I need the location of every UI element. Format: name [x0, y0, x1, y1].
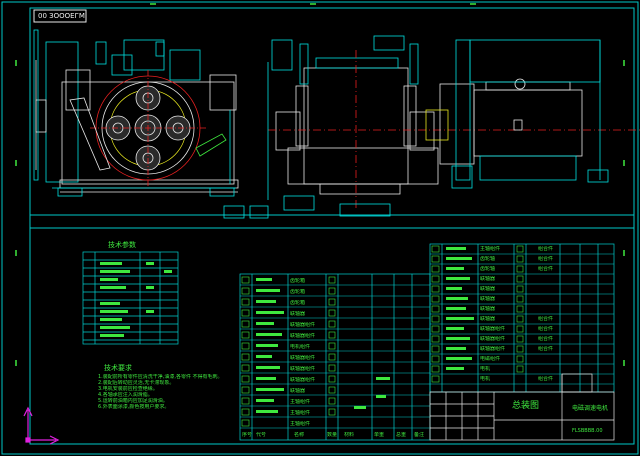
ucs-axis-icon: [23, 406, 60, 445]
tech-note-line: 6.外表面涂漆,颜色按用户要求。: [98, 404, 170, 410]
side-view: [267, 35, 640, 217]
title-block-grid: [429, 373, 615, 441]
tech-note-line: 4.各轴承应注入润滑脂。: [98, 392, 153, 398]
bom-left-name: 齿轮箱: [290, 278, 306, 284]
bom-right-qty-boxes: [431, 245, 524, 383]
drawing-number: FLSBBBB.00: [572, 428, 603, 434]
bom-col-header: 数量: [327, 432, 338, 438]
bom-col-header: 单重: [374, 432, 385, 438]
tech-note-line: 3.电机安装前应检查绝缘。: [98, 386, 158, 392]
bom-right-name: 联轴器: [480, 316, 496, 322]
bom-left-name: 齿轮箱: [290, 289, 306, 295]
bom-right-material: [538, 356, 560, 366]
bom-right-material: 组合件: [538, 376, 554, 382]
drawing-stamp-box: [33, 9, 87, 23]
bom-right-material: 组合件: [538, 336, 554, 342]
bom-left-name: 联轴器组件: [290, 366, 316, 372]
bom-left-code-fills: [256, 278, 390, 413]
bom-right-name: 电机: [480, 366, 491, 372]
bom-right-name: 电机: [480, 376, 491, 382]
bom-col-header: 名称: [294, 432, 305, 438]
bom-right-names: 主轴组件 齿轮轴 齿轮轴 联轴器 联轴器 联轴器 联轴器 联轴器 联轴器组件 联…: [480, 246, 514, 386]
bom-right-material: [538, 366, 560, 376]
bom-left-name: 联轴器组件: [290, 355, 316, 361]
drawing-stamp-text: 00 ЗОООЕГМ: [38, 12, 85, 20]
tech-notes-title: 技术要求: [104, 364, 132, 372]
bom-col-header: 代号: [256, 432, 267, 438]
tech-note-line: 5.运转前油箱内应加足润滑油。: [98, 398, 168, 404]
bom-left-name: 齿轮箱: [290, 300, 306, 306]
bom-right-name: 联轴器: [480, 286, 496, 292]
parts-table-title: 技术参数: [108, 241, 136, 249]
bom-left-name: 联轴器: [290, 388, 306, 394]
bom-right-code-fills: [446, 247, 474, 370]
bom-left-names: 齿轮箱 齿轮箱 齿轮箱 联轴器 联轴器组件 联轴器组件 电机组件 联轴器组件 联…: [290, 278, 326, 432]
bom-right-material: [538, 276, 560, 286]
bom-left-rowlines: [240, 284, 430, 429]
bom-col-header: 材料: [344, 432, 355, 438]
bom-right-material: 组合件: [538, 256, 554, 262]
front-view: [33, 29, 269, 219]
bom-left-name: 主轴组件: [290, 399, 311, 405]
bom-right-material: [538, 296, 560, 306]
bom-left-name: 主轴组件: [290, 421, 311, 427]
bom-right-name: 电磁组件: [480, 356, 501, 362]
parts-table-grid: [82, 251, 179, 345]
bom-right-material: 组合件: [538, 246, 554, 252]
bom-left-name: 联轴器组件: [290, 333, 316, 339]
zone-marks: [15, 3, 625, 366]
tech-note-line: 2.装配后转动应灵活,无卡滞现象。: [98, 380, 175, 386]
tech-notes-list: 1.装配前所有零件应清洗干净,油漆,各零件 不得有毛刺。 2.装配后转动应灵活,…: [98, 374, 228, 410]
bom-right-name: 联轴器组件: [480, 326, 506, 332]
bom-right-material: 组合件: [538, 346, 554, 352]
bom-left-name: 联轴器组件: [290, 377, 316, 383]
bom-right-material: [538, 286, 560, 296]
assembly-title: 总装图: [512, 401, 540, 411]
bom-left-name: 主轴组件: [290, 410, 311, 416]
bom-left-name: 联轴器: [290, 311, 306, 317]
bom-left-qty-boxes: [241, 276, 336, 427]
bom-right-name: 齿轮轴: [480, 256, 496, 262]
bom-left-name: 电机组件: [290, 344, 311, 350]
bom-left-name: 联轴器组件: [290, 322, 316, 328]
bom-right-material: 组合件: [538, 266, 554, 272]
bom-col-header: 总重: [396, 432, 407, 438]
bom-right-name: 齿轮轴: [480, 266, 496, 272]
bom-right-material: 组合件: [538, 326, 554, 332]
bom-right-materials: 组合件 组合件 组合件 组合件 组合件 组合件 组合件 组合件: [538, 246, 560, 386]
bom-col-header: 序号: [242, 432, 253, 438]
bom-right-name: 联轴器组件: [480, 336, 506, 342]
bom-right-name: 联轴器: [480, 276, 496, 282]
bom-right-material: 组合件: [538, 316, 554, 322]
bom-right-name: 主轴组件: [480, 246, 501, 252]
bom-left-header: 序号 代号 名称 数量 材料 单重 总重 备注: [240, 430, 430, 440]
tech-note-line: 1.装配前所有零件应清洗干净,油漆,各零件 不得有毛刺。: [98, 374, 223, 380]
bom-col-header: 备注: [414, 432, 425, 438]
parts-table-fills: [100, 262, 172, 337]
motor-view: [425, 39, 609, 189]
bom-right-name: 联轴器组件: [480, 346, 506, 352]
bom-right-material: [538, 306, 560, 316]
bom-right-name: 联轴器: [480, 296, 496, 302]
drawing-name: 电磁调速电机: [572, 405, 609, 412]
bom-left-grid: [239, 273, 431, 441]
bom-right-name: 联轴器: [480, 306, 496, 312]
bom-right-grid: [429, 243, 615, 393]
